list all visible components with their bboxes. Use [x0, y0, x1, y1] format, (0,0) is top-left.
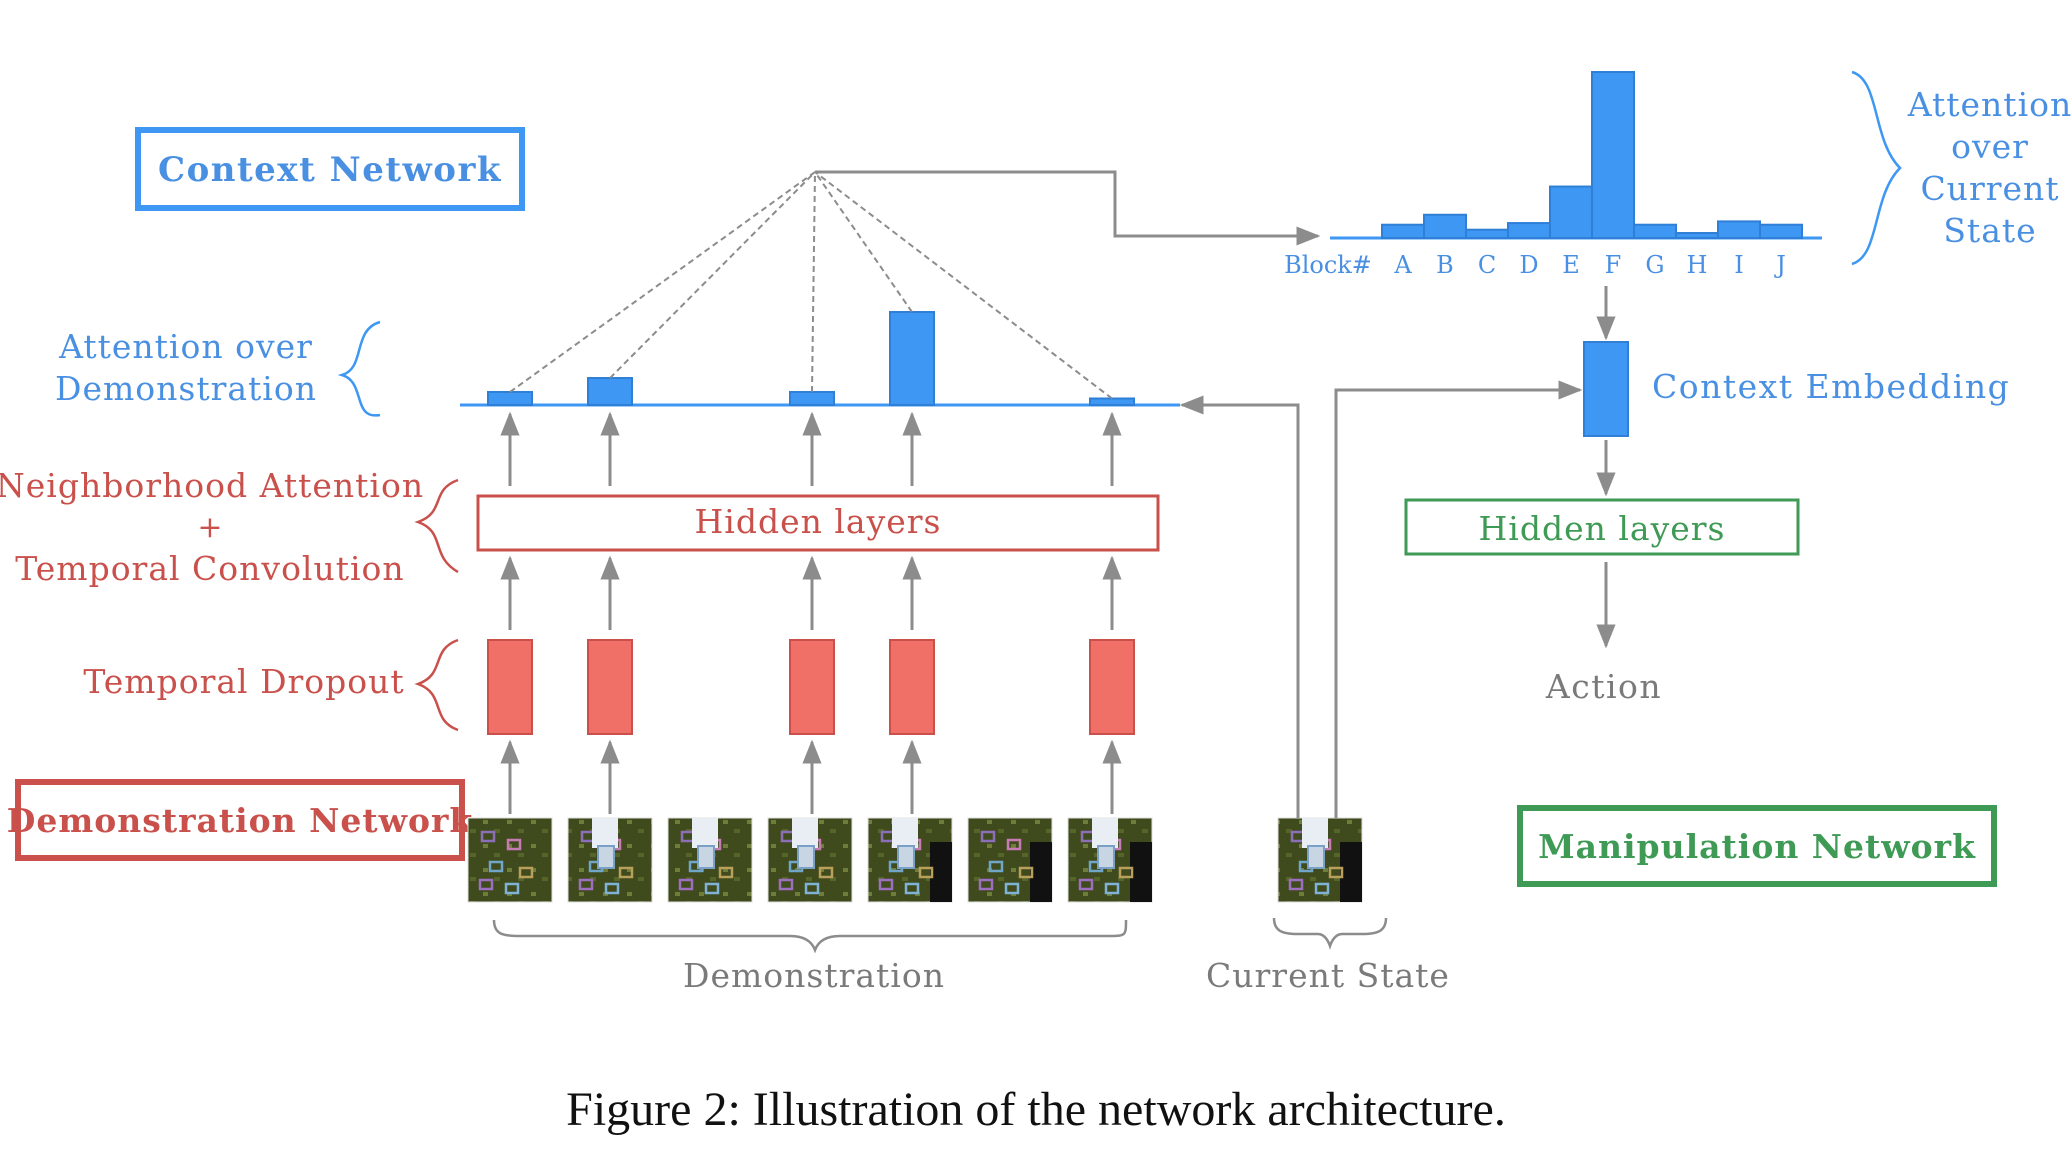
attention-demo-brace [337, 320, 381, 417]
figure-caption: Figure 2: Illustration of the network ar… [566, 1083, 1506, 1136]
frame-image-3 [667, 817, 753, 903]
block-bar-C [1465, 228, 1509, 239]
neighborhood-brace [414, 478, 459, 574]
manipulation-network-label: Manipulation Network [1538, 827, 1976, 866]
current-state-frame [1277, 817, 1363, 903]
context-embedding-label: Context Embedding [1652, 367, 2010, 406]
manipulation-hidden-layers-label: Hidden layers [1479, 509, 1726, 548]
block-bar-B [1423, 213, 1467, 239]
block-bar-D [1507, 222, 1551, 239]
temporal-dropout-block-2 [587, 639, 633, 735]
attention-over-demonstration-label: Attention over Demonstration [55, 320, 381, 417]
attention-dash-4 [814, 171, 913, 313]
block-axis-label: Block# [1284, 251, 1372, 279]
demo-attention-bar-5 [1089, 397, 1135, 406]
attention-dash-5 [814, 171, 1113, 400]
block-tick-A: A [1393, 251, 1412, 279]
frame-image-current [1277, 817, 1363, 903]
demo-columns [487, 411, 1135, 814]
block-attention-bars [1381, 71, 1803, 240]
block-tick-I: I [1734, 251, 1743, 279]
temporal-dropout-text: Temporal Dropout [83, 662, 404, 701]
current-state-brace-group: Current State [1206, 917, 1450, 995]
block-bar-I [1717, 220, 1761, 239]
neighborhood-attention-label: Neighborhood Attention + Temporal Convol… [0, 466, 459, 588]
demo-hidden-layers-label: Hidden layers [695, 502, 942, 541]
block-bar-G [1633, 223, 1677, 240]
demonstration-brace-group: Demonstration [492, 919, 1128, 995]
frame-image-4 [767, 817, 853, 903]
state-to-context-embedding-arrow [1334, 380, 1583, 818]
current-state-label: Current State [1206, 956, 1450, 995]
attention-over-current-state-label: Attention over Current State [1851, 70, 2072, 266]
current-state-brace [1272, 917, 1388, 950]
temporal-dropout-block-1 [487, 639, 533, 735]
context-network-label: Context Network [158, 150, 502, 190]
attention-state-brace [1851, 70, 1902, 266]
block-tick-E: E [1562, 251, 1580, 279]
demo-attention-bar-3 [789, 390, 835, 407]
block-bar-A [1381, 223, 1425, 240]
attention-state-line-4: State [1943, 211, 2036, 250]
attention-demo-line-2: Demonstration [55, 369, 317, 408]
demonstration-network-box: Demonstration Network [7, 779, 474, 861]
context-network-box: Context Network [135, 127, 525, 211]
context-embedding-block [1583, 341, 1629, 437]
frame-image-6 [967, 817, 1053, 903]
frame-image-7 [1067, 817, 1153, 903]
apex-to-block-attention-arrow [815, 170, 1321, 246]
block-bar-F [1591, 71, 1635, 239]
block-bar-J [1759, 223, 1803, 240]
block-bar-H [1675, 232, 1719, 240]
block-tick-H: H [1687, 251, 1708, 279]
demo-attention-bar-2 [587, 377, 633, 406]
temporal-dropout-block-3 [789, 639, 835, 735]
attention-dash-1 [509, 171, 816, 393]
demonstration-frames [467, 817, 1153, 903]
demonstration-network-label: Demonstration Network [7, 801, 474, 840]
attention-dash-3 [811, 171, 816, 392]
attention-demo-line-1: Attention over [58, 327, 313, 366]
temporal-dropout-brace [414, 638, 459, 732]
attention-dash-2 [609, 171, 816, 379]
block-tick-J: J [1773, 251, 1786, 279]
frame-image-1 [467, 817, 553, 903]
temporal-dropout-label: Temporal Dropout [83, 638, 459, 732]
attention-state-line-3: Current [1920, 169, 2059, 208]
demonstration-label: Demonstration [683, 956, 945, 995]
attention-dashed-lines [509, 171, 1113, 400]
attention-state-line-1: Attention [1907, 85, 2072, 124]
demonstration-brace [492, 919, 1128, 954]
neighborhood-line-1: Neighborhood Attention [0, 466, 424, 505]
manipulation-network-box: Manipulation Network [1517, 805, 1997, 887]
neighborhood-line-3: Temporal Convolution [15, 549, 404, 588]
action-label: Action [1545, 667, 1662, 706]
demo-hidden-layers-box: Hidden layers [476, 494, 1160, 552]
temporal-dropout-block-5 [1089, 639, 1135, 735]
block-tick-G: G [1645, 251, 1664, 279]
block-tick-D: D [1519, 251, 1538, 279]
frame-image-5 [867, 817, 953, 903]
temporal-dropout-block-4 [889, 639, 935, 735]
state-to-demo-attention-arrow [1179, 395, 1300, 818]
manipulation-hidden-layers-box: Hidden layers [1404, 498, 1800, 556]
neighborhood-line-2: + [197, 510, 222, 545]
frame-image-2 [567, 817, 653, 903]
block-tick-B: B [1436, 251, 1454, 279]
block-bar-E [1549, 185, 1593, 239]
block-tick-C: C [1478, 251, 1496, 279]
attention-state-line-2: over [1951, 127, 2029, 166]
block-tick-F: F [1605, 251, 1622, 279]
demo-attention-bars [487, 311, 1135, 407]
demo-attention-bar-1 [487, 390, 533, 407]
demo-attention-bar-4 [889, 311, 935, 406]
